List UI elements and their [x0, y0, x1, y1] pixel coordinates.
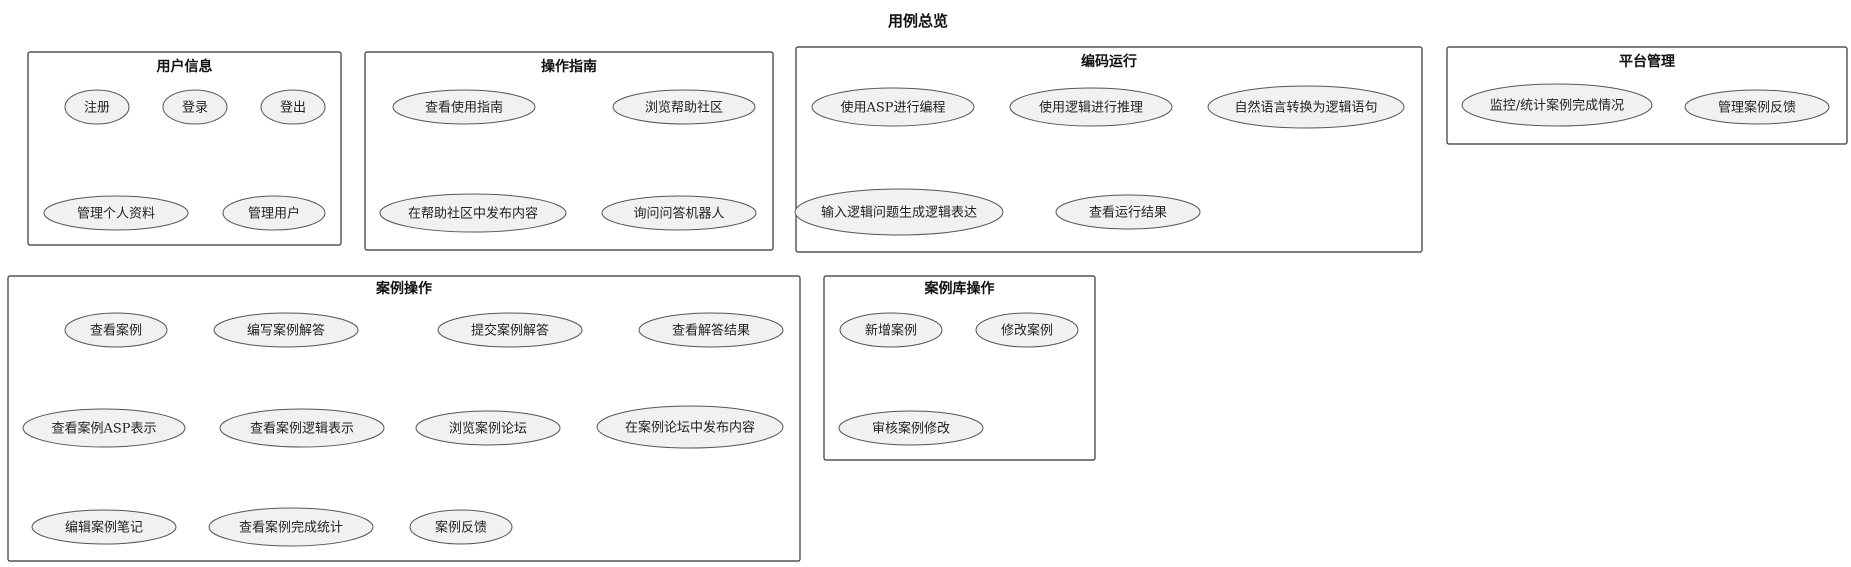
package-frame — [7, 275, 801, 562]
use-case-post-case-forum: 在案例论坛中发布内容 — [596, 405, 784, 449]
use-case-logic-reasoning: 使用逻辑进行推理 — [1009, 87, 1173, 127]
use-case-label: 管理用户 — [248, 206, 300, 222]
use-case-label: 使用ASP进行编程 — [840, 100, 945, 116]
use-case-label: 浏览案例论坛 — [449, 421, 527, 437]
use-case-label: 浏览帮助社区 — [645, 100, 723, 116]
use-case-submit-solution: 提交案例解答 — [437, 312, 583, 348]
use-case-label: 查看案例 — [90, 323, 142, 339]
use-case-view-case: 查看案例 — [64, 312, 168, 348]
use-case-label: 自然语言转换为逻辑语句 — [1234, 100, 1377, 116]
package-title: 用户信息 — [157, 58, 213, 75]
use-case-label: 案例反馈 — [435, 521, 487, 536]
use-case-generate-logic-expression: 输入逻辑问题生成逻辑表达 — [794, 188, 1004, 236]
package-title: 平台管理 — [1619, 53, 1675, 70]
use-case-label: 监控/统计案例完成情况 — [1490, 99, 1624, 114]
use-case-view-run-result: 查看运行结果 — [1055, 194, 1201, 230]
use-case-view-guide: 查看使用指南 — [392, 89, 536, 125]
use-case-label: 审核案例修改 — [872, 422, 950, 437]
use-case-label: 查看案例完成统计 — [239, 520, 343, 536]
use-case-view-case-asp: 查看案例ASP表示 — [22, 408, 186, 448]
use-case-nl-to-logic: 自然语言转换为逻辑语句 — [1207, 85, 1405, 129]
use-case-manage-users: 管理用户 — [222, 195, 326, 231]
use-case-browse-help-community: 浏览帮助社区 — [612, 89, 756, 125]
use-case-label: 编辑案例笔记 — [65, 520, 143, 536]
use-case-edit-case-notes: 编辑案例笔记 — [31, 509, 177, 545]
use-case-case-feedback: 案例反馈 — [409, 509, 513, 545]
use-case-review-case-modification: 审核案例修改 — [838, 410, 984, 446]
use-case-browse-case-forum: 浏览案例论坛 — [415, 410, 561, 446]
use-case-label: 管理个人资料 — [77, 207, 155, 222]
use-case-label: 查看案例ASP表示 — [51, 421, 156, 437]
package-user-info: 用户信息 注册 登录 登出 管理个人资料 管理用户 — [27, 51, 342, 246]
use-case-label: 新增案例 — [865, 323, 917, 339]
package-case-ops: 案例操作 查看案例 编写案例解答 提交案例解答 查看解答结果 查看案例ASP表示… — [7, 275, 801, 562]
use-case-label: 查看使用指南 — [425, 100, 503, 116]
use-case-write-solution: 编写案例解答 — [213, 312, 359, 348]
use-case-label: 输入逻辑问题生成逻辑表达 — [821, 205, 977, 221]
use-case-asp-programming: 使用ASP进行编程 — [811, 87, 975, 127]
use-case-label: 查看案例逻辑表示 — [250, 421, 354, 437]
use-case-label: 注册 — [84, 101, 110, 116]
package-platform: 平台管理 监控/统计案例完成情况 管理案例反馈 — [1446, 46, 1848, 145]
use-case-monitor-stats: 监控/统计案例完成情况 — [1461, 83, 1653, 127]
use-case-view-case-logic: 查看案例逻辑表示 — [219, 408, 385, 448]
use-case-view-completion-stats: 查看案例完成统计 — [208, 507, 374, 547]
use-case-login: 登录 — [162, 89, 228, 125]
diagram-title: 用例总览 — [888, 12, 948, 30]
use-case-view-solution-result: 查看解答结果 — [638, 312, 784, 348]
use-case-label: 登出 — [280, 101, 306, 116]
use-case-label: 修改案例 — [1001, 324, 1053, 339]
use-case-manage-profile: 管理个人资料 — [43, 195, 189, 231]
use-case-label: 编写案例解答 — [247, 323, 325, 339]
use-case-label: 使用逻辑进行推理 — [1039, 100, 1143, 116]
use-case-logout: 登出 — [260, 89, 326, 125]
use-case-label: 在案例论坛中发布内容 — [625, 420, 755, 436]
use-case-label: 提交案例解答 — [471, 323, 549, 339]
use-case-label: 查看解答结果 — [672, 323, 750, 339]
package-coding: 编码运行 使用ASP进行编程 使用逻辑进行推理 自然语言转换为逻辑语句 输入逻辑… — [794, 46, 1423, 253]
use-case-label: 管理案例反馈 — [1718, 101, 1796, 116]
package-title: 案例库操作 — [924, 280, 995, 297]
use-case-ask-qa-bot: 询问问答机器人 — [601, 195, 757, 231]
use-case-modify-case: 修改案例 — [975, 312, 1079, 348]
package-title: 案例操作 — [375, 280, 432, 297]
use-case-register: 注册 — [64, 89, 130, 125]
package-title: 编码运行 — [1081, 53, 1137, 70]
use-case-manage-feedback: 管理案例反馈 — [1684, 89, 1830, 125]
use-case-label: 询问问答机器人 — [633, 206, 724, 222]
use-case-label: 在帮助社区中发布内容 — [408, 206, 538, 222]
package-guide: 操作指南 查看使用指南 浏览帮助社区 在帮助社区中发布内容 询问问答机器人 — [364, 51, 774, 251]
use-case-add-case: 新增案例 — [839, 312, 943, 348]
package-title: 操作指南 — [541, 58, 597, 75]
use-case-label: 查看运行结果 — [1089, 205, 1167, 221]
use-case-label: 登录 — [182, 101, 208, 116]
use-case-post-help-community: 在帮助社区中发布内容 — [379, 193, 567, 233]
package-case-lib: 案例库操作 新增案例 修改案例 审核案例修改 — [823, 275, 1096, 461]
